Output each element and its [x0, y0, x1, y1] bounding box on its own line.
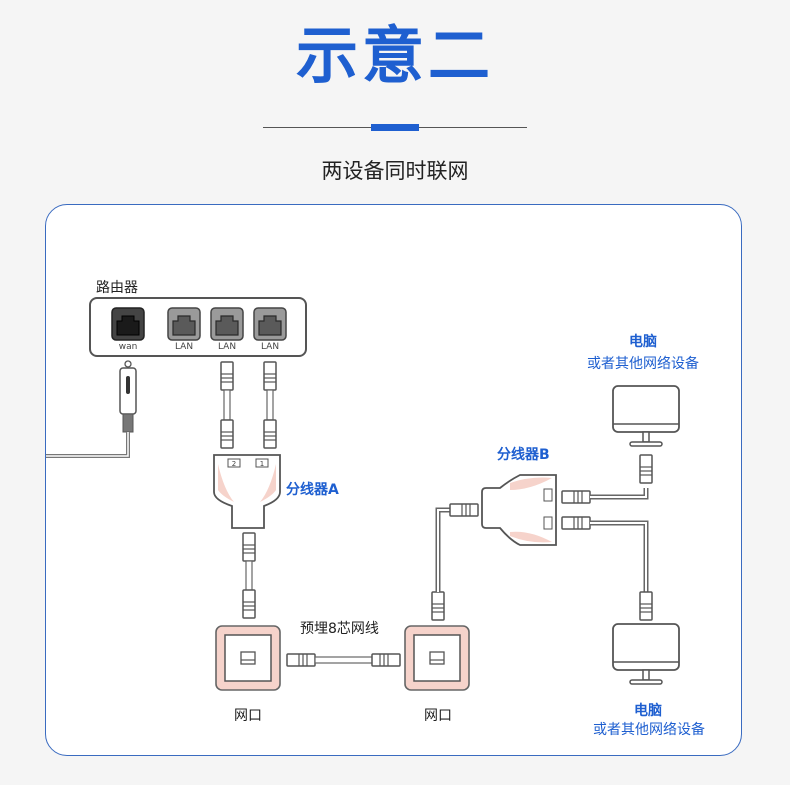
wall-jack-left-label: 网口 — [234, 708, 262, 724]
router — [89, 297, 307, 357]
router-port-label: LAN — [217, 342, 237, 352]
splitter-b — [481, 474, 557, 546]
page-subtitle: 两设备同时联网 — [321, 159, 469, 183]
router-port-label: LAN — [260, 342, 280, 352]
device-bottom-subtitle: 或者其他网络设备 — [593, 722, 705, 738]
divider-accent — [371, 124, 419, 131]
lan-port-icon — [253, 307, 287, 341]
router-port-label: wan — [118, 342, 138, 352]
splitter-a-label: 分线器A — [286, 482, 339, 498]
wall-jack-right-label: 网口 — [424, 708, 452, 724]
device-bottom-title: 电脑 — [634, 703, 662, 719]
embedded-cable — [286, 653, 401, 667]
page-title: 示意二 — [295, 19, 494, 92]
router-label: 路由器 — [96, 280, 138, 296]
splitter-b-label: 分线器B — [497, 447, 550, 463]
jack-to-splitter-b-cable — [431, 503, 479, 621]
device-top-title: 电脑 — [629, 334, 657, 350]
monitor-top-icon — [612, 385, 680, 447]
splitter-a-port-2: 2 — [232, 460, 236, 468]
wan-port-icon — [111, 307, 145, 341]
router-port-label: LAN — [174, 342, 194, 352]
wan-plug-icon — [46, 360, 137, 458]
splitter-a-port-1: 1 — [260, 460, 264, 468]
router-to-splitter-a-cables — [220, 361, 277, 449]
wall-jack-left-icon — [215, 625, 281, 691]
splitter-a-to-jack-cable — [242, 532, 256, 619]
embedded-cable-label: 预埋8芯网线 — [300, 621, 379, 637]
wall-jack-right-icon — [404, 625, 470, 691]
splitter-b-to-device-cables — [561, 454, 653, 621]
monitor-bottom-icon — [612, 623, 680, 685]
lan-port-icon — [210, 307, 244, 341]
device-top-subtitle: 或者其他网络设备 — [587, 356, 699, 372]
lan-port-icon — [167, 307, 201, 341]
splitter-a — [213, 454, 281, 529]
